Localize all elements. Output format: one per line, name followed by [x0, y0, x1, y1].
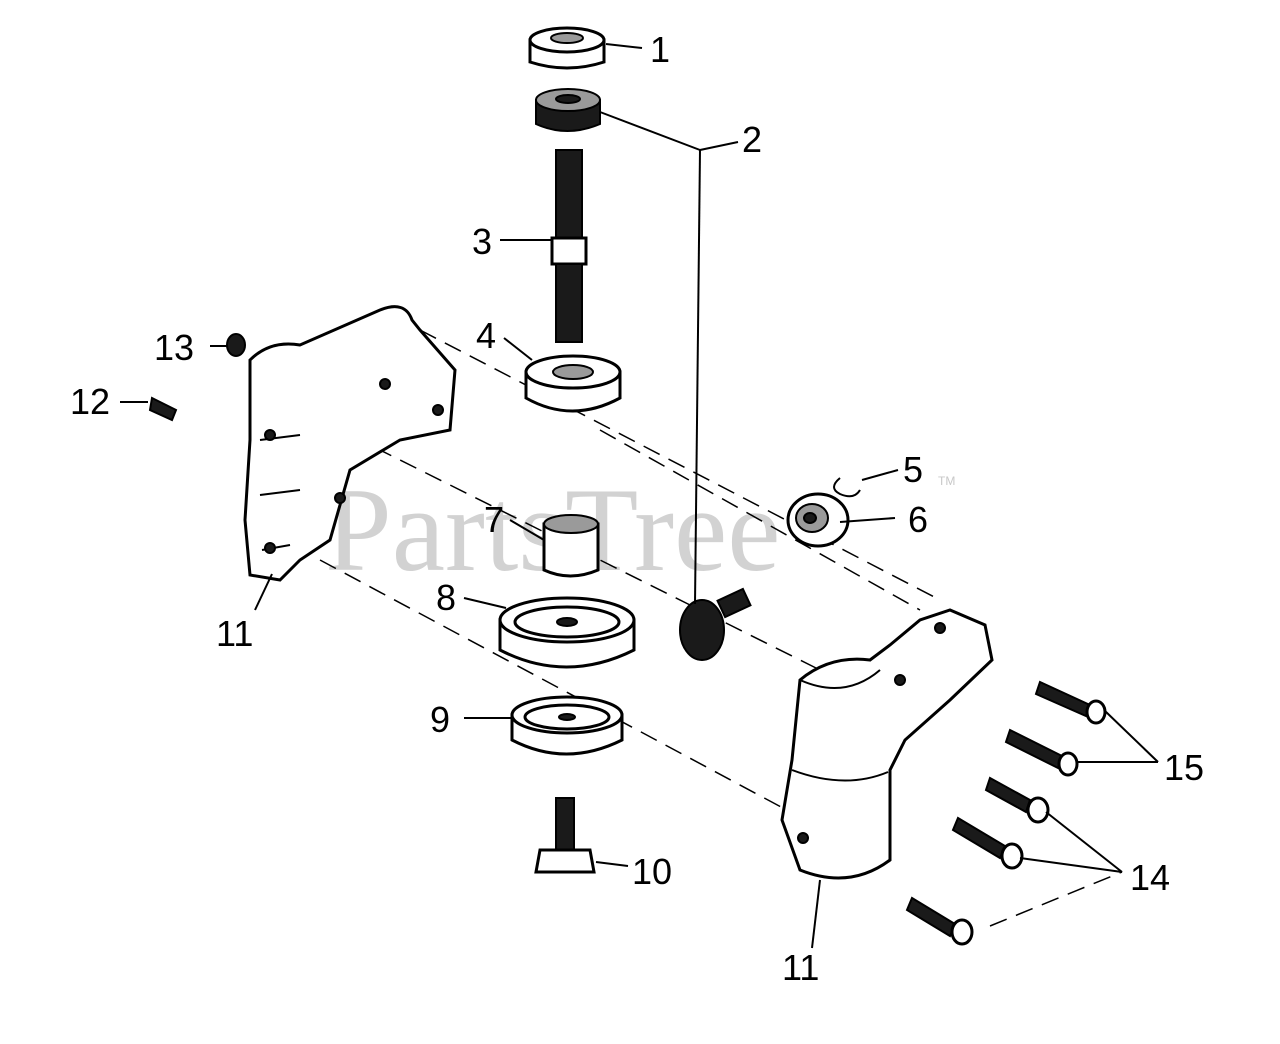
- callout-labels: 1 2 3 4 5 6 7 8 9 10 11 11 12 13 14 15: [70, 29, 1204, 988]
- part-2-pinion[interactable]: [679, 587, 752, 661]
- callout-4: 4: [476, 315, 496, 356]
- part-8-cup[interactable]: [498, 596, 636, 669]
- part-13-plug[interactable]: [226, 333, 246, 357]
- callout-12: 12: [70, 381, 110, 422]
- part-15-screws[interactable]: [1004, 680, 1107, 777]
- leader-lines: [120, 43, 1159, 949]
- part-12-screw[interactable]: [148, 396, 178, 422]
- callout-5: 5: [903, 449, 923, 490]
- callout-2: 2: [742, 119, 762, 160]
- callout-3: 3: [472, 221, 492, 262]
- watermark-trademark: TM: [938, 474, 955, 488]
- callout-1: 1: [650, 29, 670, 70]
- part-3-shaft[interactable]: [550, 149, 588, 343]
- callout-10: 10: [632, 851, 672, 892]
- part-6-bearing[interactable]: [786, 492, 850, 548]
- right-housing[interactable]: [780, 608, 994, 880]
- part-14-screws[interactable]: [905, 776, 1050, 946]
- callout-15: 15: [1164, 747, 1204, 788]
- part-4-bearing[interactable]: [524, 354, 622, 413]
- callout-11-right: 11: [782, 947, 819, 988]
- callout-13: 13: [154, 327, 194, 368]
- callout-6: 6: [908, 499, 928, 540]
- left-housing[interactable]: [243, 305, 457, 582]
- part-10-bolt[interactable]: [534, 797, 596, 874]
- part-1-nut[interactable]: [528, 26, 606, 70]
- callout-11-left: 11: [216, 613, 253, 654]
- part-9-washer[interactable]: [510, 695, 624, 756]
- part-5-retaining-ring[interactable]: [833, 477, 861, 498]
- part-2-gear[interactable]: [535, 88, 601, 132]
- part-7-sleeve[interactable]: [542, 514, 600, 578]
- callout-14: 14: [1130, 857, 1170, 898]
- callout-9: 9: [430, 699, 450, 740]
- callout-7: 7: [484, 499, 504, 540]
- callout-8: 8: [436, 577, 456, 618]
